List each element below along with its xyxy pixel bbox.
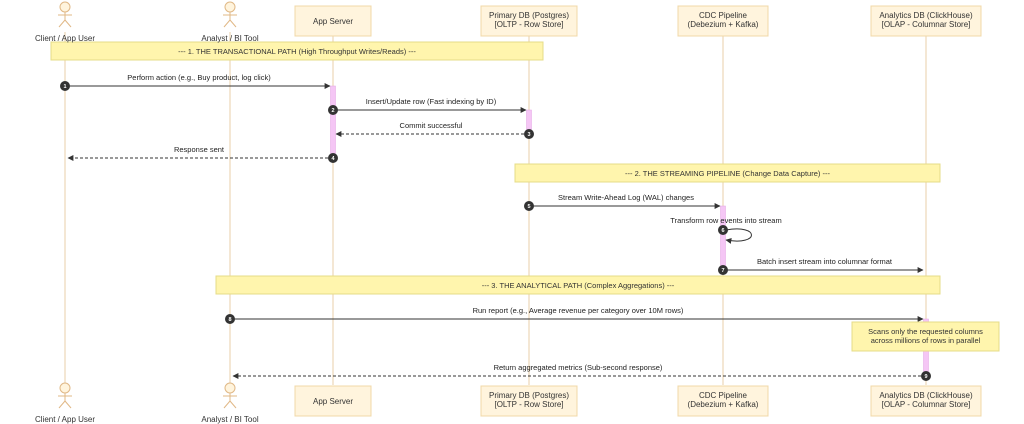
sequence-number: 1 (63, 84, 66, 90)
message-label: Response sent (174, 145, 225, 154)
participant-box (870, 5, 982, 37)
participant-label: [OLAP - Columnar Store] (882, 400, 971, 409)
message-label: Return aggregated metrics (Sub-second re… (494, 363, 663, 372)
participant-label: App Server (313, 17, 353, 26)
sequence-number-badge: 3 (524, 129, 534, 139)
section-box (215, 275, 941, 295)
participant-box (294, 5, 372, 37)
message-arrow (725, 228, 752, 244)
participant-box-app: App Server (294, 5, 372, 37)
message-label: Commit successful (400, 121, 463, 130)
participant-box-ch: Analytics DB (ClickHouse)[OLAP - Columna… (870, 385, 982, 417)
message-1: Perform action (e.g., Buy product, log c… (60, 73, 331, 91)
actor-label: Client / App User (35, 415, 95, 424)
sequence-number-badge: 5 (524, 201, 534, 211)
message-7: Batch insert stream into columnar format… (718, 257, 924, 275)
message-5: Stream Write-Ahead Log (WAL) changes 5 (524, 193, 721, 211)
person-icon (58, 382, 72, 409)
participant-label: (Debezium + Kafka) (688, 20, 759, 29)
sequence-number: 2 (331, 108, 334, 114)
participant-box (480, 5, 578, 37)
participant-box (294, 385, 372, 417)
participant-box (480, 385, 578, 417)
participant-box (677, 5, 769, 37)
section-label: --- 1. THE TRANSACTIONAL PATH (High Thro… (178, 47, 416, 56)
person-icon (223, 1, 237, 28)
section-banner: --- 2. THE STREAMING PIPELINE (Change Da… (514, 163, 941, 183)
sequence-number: 8 (228, 317, 231, 323)
participant-label: Analytics DB (ClickHouse) (879, 11, 973, 20)
actor-label: Client / App User (35, 34, 95, 43)
sections-layer: --- 1. THE TRANSACTIONAL PATH (High Thro… (50, 41, 941, 295)
participant-label: [OLTP - Row Store] (494, 20, 563, 29)
participant-label: [OLAP - Columnar Store] (882, 20, 971, 29)
participant-box (677, 385, 769, 417)
participant-label: Analytics DB (ClickHouse) (879, 391, 973, 400)
messages-layer: Perform action (e.g., Buy product, log c… (60, 73, 931, 381)
sequence-number-badge: 1 (60, 81, 70, 91)
message-label: Batch insert stream into columnar format (757, 257, 893, 266)
note-label: Scans only the requested columns (868, 327, 983, 336)
participant-label: CDC Pipeline (699, 11, 748, 20)
actor-client: Client / App User (35, 382, 95, 424)
actor-analyst: Analyst / BI Tool (201, 382, 259, 424)
participant-box-ch: Analytics DB (ClickHouse)[OLAP - Columna… (870, 5, 982, 37)
person-icon (58, 1, 72, 28)
person-icon (223, 382, 237, 409)
participant-box-app: App Server (294, 385, 372, 417)
actor-analyst: Analyst / BI Tool (201, 1, 259, 43)
section-box (50, 41, 544, 61)
participant-box-cdc: CDC Pipeline(Debezium + Kafka) (677, 385, 769, 417)
sequence-number-badge: 8 (225, 314, 235, 324)
actor-label: Analyst / BI Tool (201, 34, 258, 43)
sequence-number: 4 (331, 156, 335, 162)
message-label: Insert/Update row (Fast indexing by ID) (366, 97, 497, 106)
participant-box-pg: Primary DB (Postgres)[OLTP - Row Store] (480, 5, 578, 37)
sequence-number: 3 (527, 132, 530, 138)
actor-client: Client / App User (35, 1, 95, 43)
participant-box-pg: Primary DB (Postgres)[OLTP - Row Store] (480, 385, 578, 417)
message-label: Stream Write-Ahead Log (WAL) changes (558, 193, 694, 202)
actor-label: Analyst / BI Tool (201, 415, 258, 424)
section-banner: --- 3. THE ANALYTICAL PATH (Complex Aggr… (215, 275, 941, 295)
sequence-number-badge: 9 (921, 371, 931, 381)
sequence-number-badge: 7 (718, 265, 728, 275)
section-box (514, 163, 941, 183)
sequence-number: 5 (527, 204, 530, 210)
participant-box-cdc: CDC Pipeline(Debezium + Kafka) (677, 5, 769, 37)
section-label: --- 2. THE STREAMING PIPELINE (Change Da… (625, 169, 830, 178)
participant-label: CDC Pipeline (699, 391, 748, 400)
message-label: Transform row events into stream (670, 216, 781, 225)
participant-label: Primary DB (Postgres) (489, 11, 569, 20)
message-9: Return aggregated metrics (Sub-second re… (232, 363, 931, 381)
sequence-number: 9 (924, 374, 927, 380)
sequence-number: 7 (721, 268, 724, 274)
note-box (851, 321, 1000, 352)
message-8: Run report (e.g., Average revenue per ca… (225, 306, 924, 324)
activation-bar (330, 85, 336, 159)
participant-label: (Debezium + Kafka) (688, 400, 759, 409)
participant-box (870, 385, 982, 417)
sequence-number-badge: 4 (328, 153, 338, 163)
participant-label: [OLTP - Row Store] (494, 400, 563, 409)
participant-label: App Server (313, 397, 353, 406)
sequence-number: 6 (721, 228, 724, 234)
participant-label: Primary DB (Postgres) (489, 391, 569, 400)
message-2: Insert/Update row (Fast indexing by ID) 2 (328, 97, 527, 115)
section-banner: --- 1. THE TRANSACTIONAL PATH (High Thro… (50, 41, 544, 61)
sequence-number-badge: 6 (718, 225, 728, 235)
message-6: Transform row events into stream 6 (670, 216, 782, 244)
message-label: Run report (e.g., Average revenue per ca… (473, 306, 684, 315)
message-label: Perform action (e.g., Buy product, log c… (127, 73, 271, 82)
section-label: --- 3. THE ANALYTICAL PATH (Complex Aggr… (482, 281, 675, 290)
sequence-number-badge: 2 (328, 105, 338, 115)
message-4: Response sent 4 (67, 145, 338, 163)
lifelines-layer (64, 32, 927, 385)
message-3: Commit successful 3 (335, 121, 534, 139)
note-label: across millions of rows in parallel (871, 336, 981, 345)
